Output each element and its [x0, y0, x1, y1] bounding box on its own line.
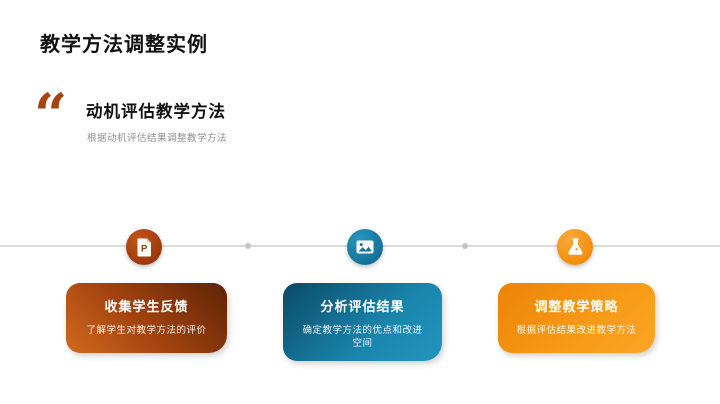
slide-title: 教学方法调整实例	[40, 34, 208, 56]
step-circle-adjust	[557, 229, 593, 265]
image-icon	[356, 240, 374, 254]
step-card-adjust: 调整教学策略 根据评估结果改进教学方法	[498, 283, 655, 353]
timeline-dot	[462, 243, 468, 249]
step-circle-collect: P	[126, 229, 162, 265]
card-title: 调整教学策略	[534, 299, 619, 314]
quote-heading: 动机评估教学方法	[86, 103, 226, 121]
timeline-dot	[245, 243, 251, 249]
document-letter: P	[141, 243, 148, 254]
quote-icon: “	[34, 81, 68, 124]
step-card-analyze: 分析评估结果 确定教学方法的优点和改进空间	[283, 283, 442, 361]
powerpoint-document-icon: P	[137, 238, 152, 257]
step-card-collect: 收集学生反馈 了解学生对教学方法的评价	[66, 283, 227, 353]
flask-icon	[567, 238, 584, 256]
card-description: 根据评估结果改进教学方法	[516, 325, 637, 336]
card-title: 收集学生反馈	[104, 299, 189, 314]
step-circle-analyze	[347, 229, 383, 265]
card-description: 确定教学方法的优点和改进空间	[302, 325, 423, 349]
card-title: 分析评估结果	[320, 299, 405, 314]
card-description: 了解学生对教学方法的评价	[86, 325, 207, 336]
quote-subtext: 根据动机评估结果调整教学方法	[87, 133, 228, 144]
